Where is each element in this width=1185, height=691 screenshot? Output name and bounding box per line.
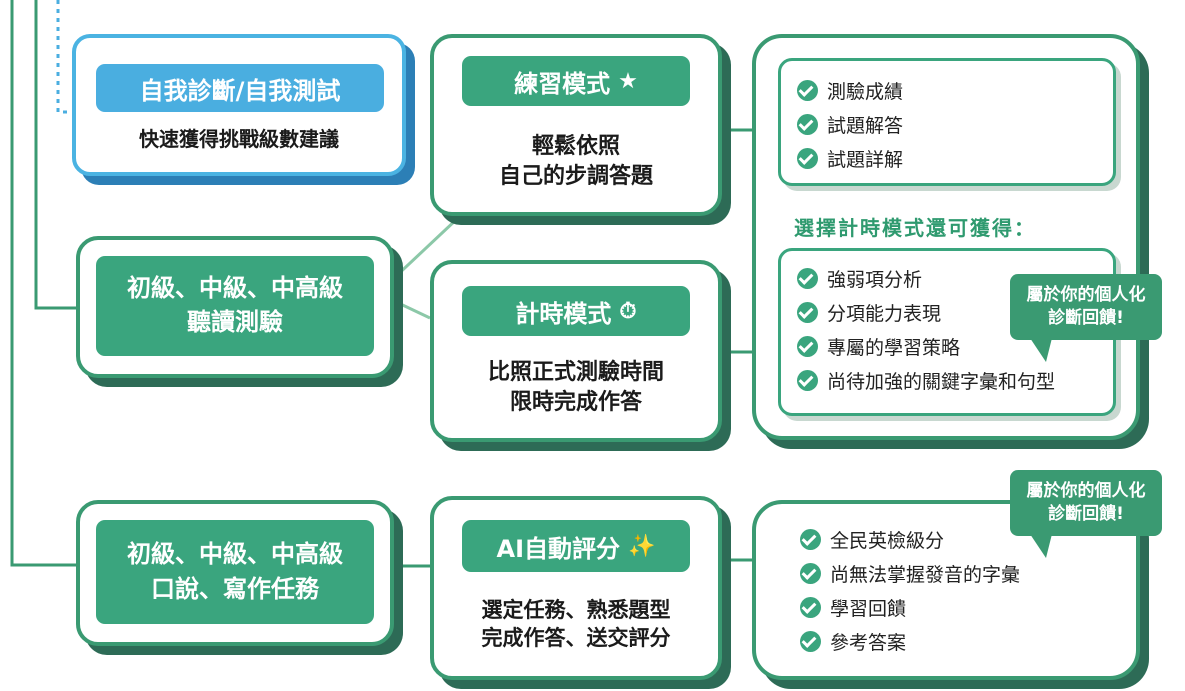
- speaking-writing-title: 初級、中級、中高級 口說、寫作任務: [96, 520, 374, 624]
- bubble-line1: 屬於你的個人化: [1026, 481, 1146, 502]
- personal-feedback-bubble-2: 屬於你的個人化 診斷回饋!: [1010, 470, 1162, 536]
- branch-to-practice: [390, 216, 460, 282]
- practice-mode-card[interactable]: 練習模式 ★ 輕鬆依照 自己的步調答題: [430, 34, 722, 216]
- practice-mode-label: 練習模式: [514, 69, 611, 98]
- practice-results-box: 測驗成績 試題解答 試題詳解: [778, 58, 1116, 186]
- stopwatch-icon: ⏱: [619, 298, 637, 324]
- speaking-writing-card[interactable]: 初級、中級、中高級 口說、寫作任務: [76, 500, 394, 646]
- list-item: 測驗成績: [797, 73, 903, 107]
- timed-mode-label: 計時模式: [515, 299, 612, 328]
- check-icon: [797, 79, 818, 101]
- bubble-line2: 診斷回饋!: [1048, 504, 1124, 524]
- check-icon: [797, 113, 818, 135]
- timed-results-list: 強弱項分析 分項能力表現 專屬的學習策略 尚待加強的關鍵字彙和句型: [797, 261, 1055, 397]
- check-icon: [800, 528, 821, 550]
- check-icon: [800, 630, 821, 652]
- timed-mode-desc: 比照正式測驗時間 限時完成作答: [434, 358, 718, 417]
- check-icon: [800, 596, 821, 618]
- ai-scoring-label: AI自動評分: [496, 534, 621, 563]
- speaking-writing-line2: 口說、寫作任務: [151, 575, 319, 603]
- bubble-tail-2: [1030, 534, 1052, 558]
- dotted-connector: [56, 0, 72, 114]
- practice-results-list: 測驗成績 試題解答 試題詳解: [797, 73, 903, 175]
- timed-mode-title: 計時模式 ⏱: [462, 286, 690, 336]
- list-item: 強弱項分析: [797, 261, 1055, 295]
- list-item: 試題詳解: [797, 141, 903, 175]
- list-item: 專屬的學習策略: [797, 329, 1055, 363]
- bubble-line2: 診斷回饋!: [1048, 308, 1124, 328]
- timed-desc-line2: 限時完成作答: [509, 389, 642, 415]
- self-test-desc: 快速獲得挑戰級數建議: [139, 127, 339, 151]
- branch-to-timed: [391, 298, 431, 320]
- list-item: 全民英檢級分: [800, 522, 1020, 556]
- list-item: 學習回饋: [800, 590, 1020, 624]
- ai-results-list: 全民英檢級分 尚無法掌握發音的字彙 學習回饋 參考答案: [800, 522, 1020, 658]
- ai-scoring-card[interactable]: AI自動評分 ✨ 選定任務、熟悉題型 完成作答、送交評分: [430, 496, 722, 680]
- ai-desc-line2: 完成作答、送交評分: [481, 626, 671, 651]
- magic-wand-icon: ✨: [628, 533, 656, 559]
- list-item: 分項能力表現: [797, 295, 1055, 329]
- bubble-tail-1: [1030, 338, 1052, 362]
- practice-desc-line2: 自己的步調答題: [498, 163, 653, 189]
- list-item: 參考答案: [800, 624, 1020, 658]
- listening-reading-title: 初級、中級、中高級 聽讀測驗: [96, 256, 374, 356]
- practice-mode-title: 練習模式 ★: [462, 56, 690, 106]
- list-item: 尚無法掌握發音的字彙: [800, 556, 1020, 590]
- listening-reading-line2: 聽讀測驗: [187, 308, 283, 336]
- check-icon: [797, 369, 818, 391]
- trunk-line-2: [10, 0, 78, 567]
- personal-feedback-bubble-1: 屬於你的個人化 診斷回饋!: [1010, 274, 1162, 340]
- check-icon: [797, 267, 818, 289]
- check-icon: [800, 562, 821, 584]
- self-test-title: 自我診斷/自我測試: [96, 64, 384, 112]
- results-card-reading: 測驗成績 試題解答 試題詳解 選擇計時模式還可獲得： 強弱項分析 分項能力表現 …: [752, 34, 1140, 440]
- ai-desc-line1: 選定任務、熟悉題型: [481, 598, 671, 622]
- check-icon: [797, 301, 818, 323]
- star-icon: ★: [618, 68, 638, 94]
- list-item: 尚待加強的關鍵字彙和句型: [797, 363, 1055, 397]
- bubble-line1: 屬於你的個人化: [1026, 285, 1146, 306]
- practice-mode-desc: 輕鬆依照 自己的步調答題: [434, 132, 718, 191]
- ai-scoring-title: AI自動評分 ✨: [462, 520, 690, 572]
- check-icon: [797, 147, 818, 169]
- trunk-line-1: [34, 0, 78, 310]
- timed-mode-card[interactable]: 計時模式 ⏱ 比照正式測驗時間 限時完成作答: [430, 260, 722, 442]
- timed-extra-title: 選擇計時模式還可獲得：: [794, 216, 1036, 240]
- listening-reading-line1: 初級、中級、中高級: [127, 274, 343, 303]
- listening-reading-card[interactable]: 初級、中級、中高級 聽讀測驗: [76, 236, 394, 378]
- timed-desc-line1: 比照正式測驗時間: [487, 360, 664, 385]
- list-item: 試題解答: [797, 107, 903, 141]
- check-icon: [797, 335, 818, 357]
- speaking-writing-line1: 初級、中級、中高級: [127, 540, 343, 569]
- self-test-card[interactable]: 自我診斷/自我測試 快速獲得挑戰級數建議: [72, 34, 406, 176]
- practice-desc-line1: 輕鬆依照: [531, 134, 620, 159]
- ai-scoring-desc: 選定任務、熟悉題型 完成作答、送交評分: [434, 596, 718, 653]
